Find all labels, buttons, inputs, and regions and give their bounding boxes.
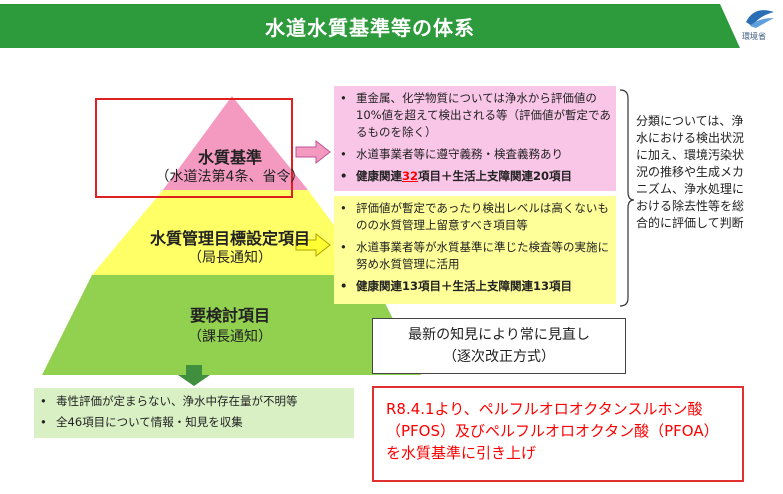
- tier-bottom-title: 要検討項目: [189, 306, 270, 325]
- arrow-to-standards-icon: [295, 139, 331, 165]
- list-item: 水道事業者等が水質基準に準じた検査等の実施に努め水質管理に活用: [334, 239, 616, 273]
- arrow-to-targets-icon: [295, 232, 331, 258]
- title-banner: [0, 4, 740, 48]
- tier-middle-title: 水質管理目標設定項目: [149, 229, 310, 248]
- list-item: 健康関連13項目＋生活上支障関連13項目: [334, 278, 616, 295]
- targets-details-box: 評価値が暫定であったり検出レベルは高くないものの水質管理上留意すべき項目等 水道…: [334, 196, 616, 304]
- update-note-line1: 最新の知見により常に見直し: [408, 327, 590, 343]
- update-note-box: 最新の知見により常に見直し （逐次改正方式）: [372, 318, 626, 374]
- tier-top-subtitle: （水道法第4条、省令）: [155, 169, 305, 185]
- pfas-notice-box: R8.4.1より、ペルフルオロオクタンスルホン酸 （PFOS）及びペルフルオロオ…: [372, 386, 744, 482]
- list-item: 評価値が暫定であったり検出レベルは高くないものの水質管理上留意すべき項目等: [334, 200, 616, 234]
- standards-details-box: 重金属、化学物質については浄水から評価値の10%値を超えて検出される等（評価値が…: [334, 86, 616, 191]
- ministry-logo-text: 環境省: [742, 32, 766, 41]
- tier-middle-subtitle: （局長通知）: [188, 250, 272, 266]
- pyramid-middle-tier: [92, 190, 371, 275]
- page-title: 水道水質基準等の体系: [265, 16, 475, 40]
- list-item: 毒性評価が定まらない、浄水中存在量が不明等: [34, 393, 354, 410]
- standards-highlight-frame: [95, 98, 293, 198]
- grouping-bracket: [619, 89, 635, 307]
- ministry-logo-icon: [746, 10, 774, 28]
- pyramid-bottom-tier: [42, 275, 421, 375]
- notice-line2: （PFOS）及びペルフルオロオクタン酸（PFOA）: [386, 422, 719, 440]
- classification-note: 分類については、浄水における検出状況に加え、環境汚染状況の推移や生成メカニズム、…: [636, 114, 745, 230]
- list-item: 水道事業者等に遵守義務・検査義務あり: [334, 146, 616, 163]
- list-item: 重金属、化学物質については浄水から評価値の10%値を超えて検出される等（評価値が…: [334, 90, 616, 141]
- health-item-count: 32: [402, 169, 419, 183]
- update-note-line2: （逐次改正方式）: [443, 349, 555, 365]
- item-suffix: 項目＋生活上支障関連20項目: [418, 169, 573, 183]
- list-item: 全46項目について情報・知見を収集: [34, 414, 354, 431]
- tier-bottom-subtitle: （課長通知）: [188, 329, 272, 345]
- tier-top-title: 水質基準: [197, 148, 262, 167]
- pyramid-top-tier: [163, 96, 308, 190]
- notice-line1: R8.4.1より、ペルフルオロオクタンスルホン酸: [386, 400, 703, 418]
- arrow-down-icon: [178, 365, 210, 386]
- list-item: 健康関連32項目＋生活上支障関連20項目: [334, 168, 616, 185]
- notice-line3: を水質基準に引き上げ: [386, 444, 537, 462]
- review-items-box: 毒性評価が定まらない、浄水中存在量が不明等 全46項目について情報・知見を収集: [34, 388, 354, 438]
- item-prefix: 健康関連: [356, 169, 402, 183]
